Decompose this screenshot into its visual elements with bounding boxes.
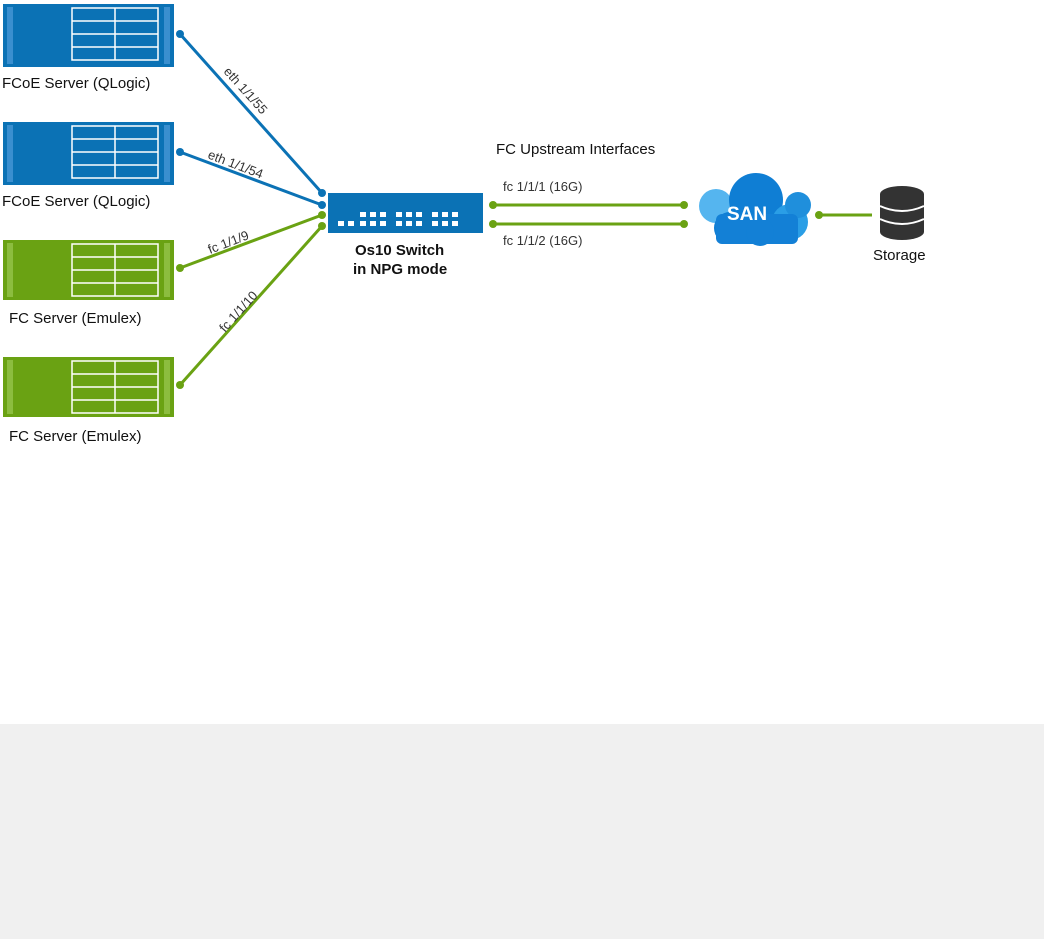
link-line-eth-1-1-54 — [179, 150, 323, 207]
server-fcoe-1 — [3, 4, 174, 67]
server-label-fc-1: FC Server (Emulex) — [9, 310, 142, 327]
link-label-fc-1-1-9: fc 1/1/9 — [206, 228, 251, 257]
storage-link-endpoint — [815, 211, 823, 219]
storage-icon — [879, 186, 925, 240]
network-diagram: eth 1/1/55 eth 1/1/54 fc 1/1/9 fc 1/1/10… — [2, 4, 926, 445]
server-label-fcoe-2: FCoE Server (QLogic) — [2, 193, 150, 210]
switch-label-line2: in NPG mode — [353, 261, 447, 278]
link-line-fc-1-1-10 — [178, 225, 324, 386]
upstream-endpoints — [489, 201, 688, 228]
upstream-link1-label: fc 1/1/1 (16G) — [503, 179, 582, 194]
link-line-eth-1-1-55 — [178, 33, 324, 194]
san-label: SAN — [727, 204, 767, 225]
empty-grey-panel — [0, 724, 1044, 939]
link-line-fc-1-1-9 — [179, 213, 323, 270]
server-label-fc-2: FC Server (Emulex) — [9, 428, 142, 445]
upstream-link2-label: fc 1/1/2 (16G) — [503, 233, 582, 248]
storage-label: Storage — [873, 247, 926, 264]
upstream-title: FC Upstream Interfaces — [496, 141, 655, 158]
switch-label-line1: Os10 Switch — [355, 242, 444, 259]
server-fc-2 — [3, 357, 174, 417]
server-fc-1 — [3, 240, 174, 300]
switch-icon — [328, 193, 483, 233]
link-label-fc-1-1-10: fc 1/1/10 — [216, 288, 261, 335]
san-cloud-icon — [699, 173, 811, 246]
server-fcoe-2 — [3, 122, 174, 185]
link-label-eth-1-1-54: eth 1/1/54 — [206, 147, 265, 182]
server-label-fcoe-1: FCoE Server (QLogic) — [2, 75, 150, 92]
link-endpoints — [176, 30, 326, 389]
